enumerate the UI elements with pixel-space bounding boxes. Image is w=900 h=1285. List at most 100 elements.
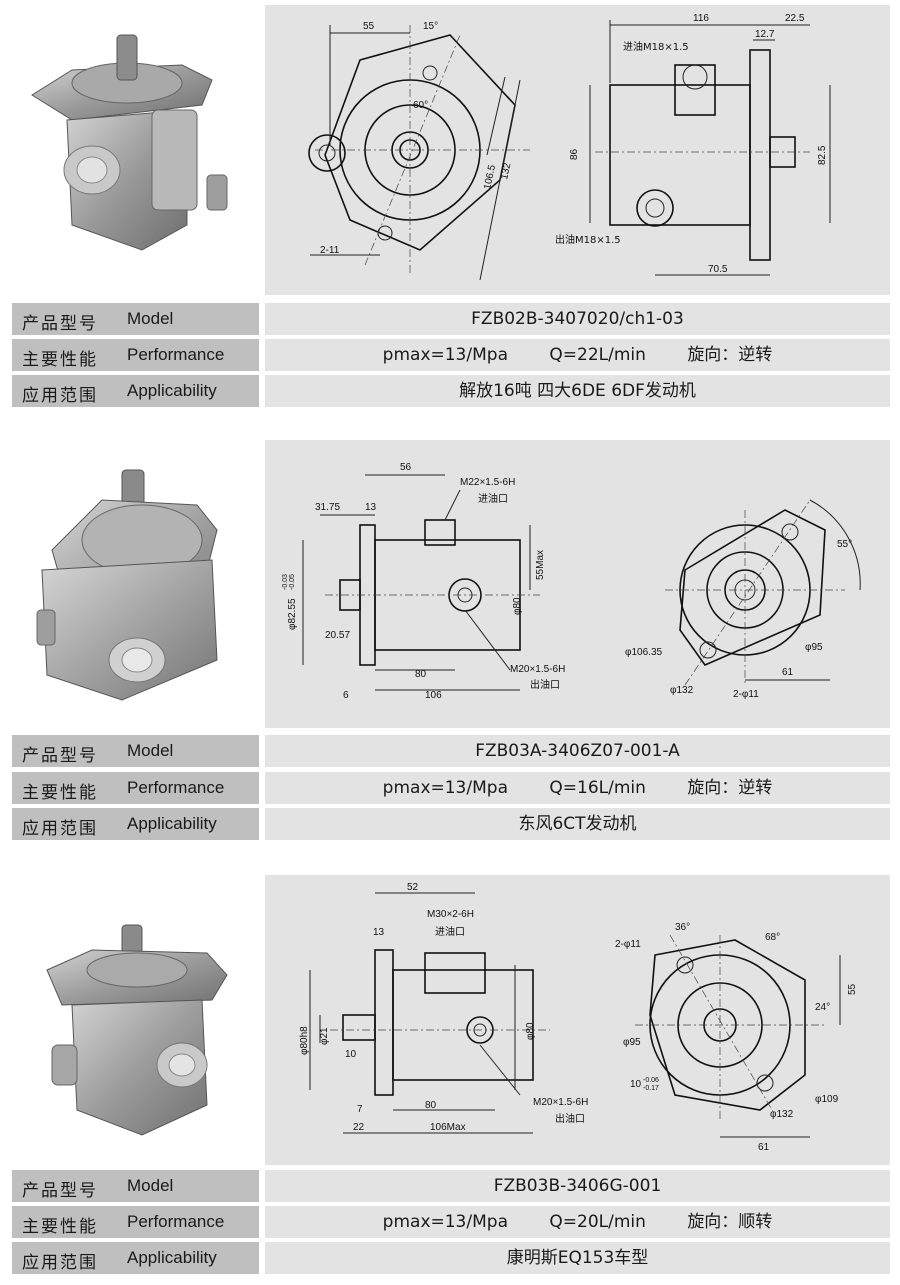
- spec-row-applicability-3: 应用范围 Applicability 康明斯EQ153车型: [12, 1242, 890, 1274]
- inlet-label: 进油M18×1.5: [623, 40, 689, 53]
- dim-132: φ132: [770, 1109, 794, 1120]
- side-view-3: [309, 892, 550, 1134]
- dim-55: 55: [847, 983, 858, 995]
- spec-row-model-1: 产品型号 Model FZB02B-3407020/ch1-03: [12, 303, 890, 335]
- front-view-2: [665, 499, 861, 686]
- dim-56: 56: [400, 462, 412, 473]
- pressure-value: pmax=13/Mpa: [382, 345, 508, 365]
- label-en: Performance: [127, 345, 225, 364]
- label-zh: 应用范围: [22, 386, 98, 406]
- flow-value: Q=20L/min: [549, 1212, 646, 1232]
- dim-phi80: φ80: [525, 1022, 536, 1040]
- tol-lower: -0.05: [289, 574, 296, 590]
- dim-106-5: 106.5: [482, 163, 498, 190]
- tol-upper: -0.03: [282, 574, 289, 590]
- label-zh: 产品型号: [22, 746, 98, 766]
- dim-holes: 2-11: [320, 245, 340, 256]
- dim-132: 132: [499, 162, 513, 181]
- dim-61: 61: [782, 667, 794, 678]
- dim-21: φ21: [319, 1027, 330, 1045]
- side-view-2: [302, 474, 540, 691]
- dim-116: 116: [693, 13, 709, 24]
- spec-row-applicability-1: 应用范围 Applicability 解放16吨 四大6DE 6DF发动机: [12, 375, 890, 407]
- dim-7: 7: [357, 1104, 363, 1115]
- dim-31-75: 31.75: [315, 502, 340, 513]
- spec-row-performance-3: 主要性能 Performance pmax=13/Mpa Q=20L/min 旋…: [12, 1206, 890, 1238]
- dim-phi80: φ80: [512, 597, 523, 615]
- rotation-value: 旋向：逆转: [687, 345, 773, 365]
- thread-outlet: M20×1.5-6H: [533, 1097, 588, 1108]
- label-zh: 主要性能: [22, 350, 98, 370]
- power-steering-pump-image: [36, 469, 218, 701]
- flow-value: Q=16L/min: [549, 778, 646, 798]
- dim-22-5: 22.5: [785, 13, 805, 24]
- dim-holes: 2-φ11: [615, 939, 641, 950]
- dim-55max: 55Max: [535, 550, 546, 580]
- front-view-3: [635, 934, 841, 1138]
- spec-row-performance-2: 主要性能 Performance pmax=13/Mpa Q=16L/min 旋…: [12, 772, 890, 804]
- model-value: FZB03A-3406Z07-001-A: [475, 741, 680, 761]
- model-value: FZB03B-3406G-001: [493, 1176, 662, 1196]
- dim-12-7: 12.7: [755, 29, 775, 40]
- pump-photo-1: [12, 25, 252, 265]
- applicability-value: 康明斯EQ153车型: [506, 1248, 649, 1268]
- label-zh: 应用范围: [22, 819, 98, 839]
- spec-row-applicability-2: 应用范围 Applicability 东风6CT发动机: [12, 808, 890, 840]
- dim-10-tol: 10: [630, 1079, 642, 1090]
- pressure-value: pmax=13/Mpa: [382, 1212, 508, 1232]
- dim-holes: 2-φ11: [733, 689, 759, 700]
- label-en: Performance: [127, 1212, 225, 1231]
- dim-13: 13: [365, 502, 377, 513]
- outlet-label: 出油口: [530, 678, 560, 691]
- dim-106max: 106Max: [430, 1122, 466, 1133]
- dim-angle-68: 68°: [765, 932, 780, 943]
- rotation-value: 旋向：顺转: [687, 1212, 773, 1232]
- spec-row-model-2: 产品型号 Model FZB03A-3406Z07-001-A: [12, 735, 890, 767]
- dim-52: 52: [407, 882, 419, 893]
- label-en: Model: [127, 309, 174, 328]
- dim-61: 61: [758, 1142, 770, 1153]
- label-en: Applicability: [127, 814, 217, 833]
- label-en: Applicability: [127, 381, 217, 400]
- power-steering-pump-image: [31, 34, 228, 251]
- dim-106-35: φ106.35: [625, 647, 663, 658]
- thread-outlet: M20×1.5-6H: [510, 664, 565, 675]
- pressure-value: pmax=13/Mpa: [382, 778, 508, 798]
- dim-6: 6: [343, 690, 349, 701]
- dim-70-5: 70.5: [708, 264, 728, 275]
- dim-10: 10: [345, 1049, 357, 1060]
- dim-13: 13: [373, 927, 385, 938]
- dim-55: 55: [363, 21, 375, 32]
- dim-angle-36: 36°: [675, 922, 690, 933]
- tol-lower: -0.17: [643, 1085, 659, 1092]
- label-zh: 主要性能: [22, 783, 98, 803]
- inlet-label: 进油口: [478, 492, 508, 505]
- dim-22: 22: [353, 1122, 365, 1133]
- thread-inlet: M30×2-6H: [427, 909, 474, 920]
- dim-132: φ132: [670, 685, 694, 696]
- dim-106: 106: [425, 690, 442, 701]
- label-en: Model: [127, 1176, 174, 1195]
- label-en: Performance: [127, 778, 225, 797]
- dim-86: 86: [569, 148, 580, 160]
- side-view-1: [589, 20, 831, 276]
- label-zh: 主要性能: [22, 1217, 98, 1237]
- label-zh: 产品型号: [22, 314, 98, 334]
- dim-20-57: 20.57: [325, 630, 350, 641]
- thread-inlet: M22×1.5-6H: [460, 477, 515, 488]
- technical-drawing-1: 55 15° 60° 106.5 132 2-11: [265, 5, 890, 295]
- applicability-value: 解放16吨 四大6DE 6DF发动机: [459, 381, 696, 401]
- dim-angle-55: 55°: [837, 539, 852, 550]
- technical-drawing-2: 56 M22×1.5-6H 进油口 31.75 13 55Max φ82.55 …: [265, 440, 890, 728]
- dim-109: φ109: [815, 1094, 839, 1105]
- label-zh: 产品型号: [22, 1181, 98, 1201]
- applicability-value: 东风6CT发动机: [518, 814, 637, 834]
- pump-photo-2: [12, 460, 252, 705]
- dim-95: φ95: [805, 642, 823, 653]
- label-en: Applicability: [127, 1248, 217, 1267]
- dim-82-5: 82.5: [817, 145, 828, 165]
- dim-angle-15: 15°: [423, 21, 438, 32]
- spec-row-performance-1: 主要性能 Performance pmax=13/Mpa Q=22L/min 旋…: [12, 339, 890, 371]
- product-2: 56 M22×1.5-6H 进油口 31.75 13 55Max φ82.55 …: [0, 430, 900, 845]
- dim-80: 80: [415, 669, 427, 680]
